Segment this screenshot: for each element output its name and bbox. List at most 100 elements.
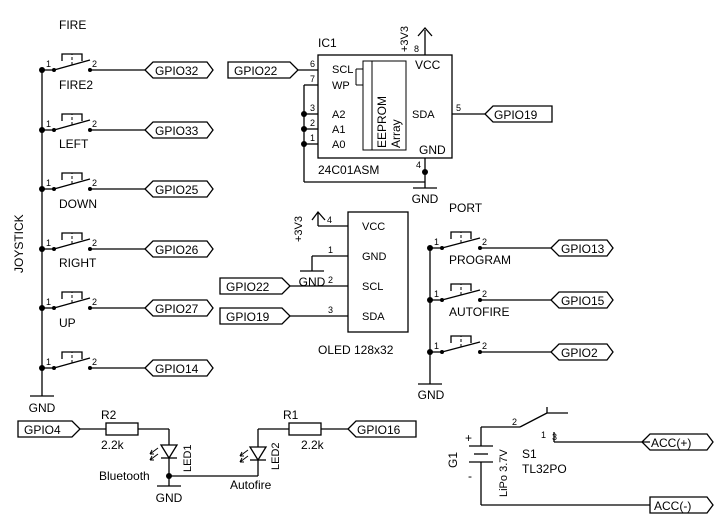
led1-ref: LED1 xyxy=(182,444,194,472)
s1-pin1: 1 xyxy=(541,430,546,440)
switch-pin1: 1 xyxy=(46,59,51,69)
eeprom-power-label: +3V3 xyxy=(399,26,411,52)
net-label: GPIO26 xyxy=(155,243,199,257)
oled-pin-scl-num: 2 xyxy=(328,275,333,285)
switch-pin2: 2 xyxy=(482,237,487,247)
eeprom-pin-sda-name: SDA xyxy=(412,109,435,121)
battery-value: LiPo 3.7V xyxy=(498,449,510,497)
eeprom-pin-scl-name: SCL xyxy=(332,64,353,76)
oled-ref: OLED 128x32 xyxy=(318,343,394,357)
switch-pin1: 1 xyxy=(434,237,439,247)
r1-value: 2.2k xyxy=(301,438,325,452)
battery-ref: G1 xyxy=(446,452,460,468)
switch-pin1: 1 xyxy=(46,119,51,129)
acc-minus-flag: ACC(-) xyxy=(649,496,714,514)
oled-pin-vcc-name: VCC xyxy=(362,221,385,233)
oled-sda-flag: GPIO19 xyxy=(219,307,291,325)
r1-ref: R1 xyxy=(283,408,299,422)
eeprom-array-label-1: EEPROM xyxy=(375,96,389,148)
net-flag: GPIO14 xyxy=(144,359,214,377)
eeprom-pin-a1-num: 2 xyxy=(310,118,315,128)
switch-name: FIRE xyxy=(59,18,86,32)
net-flag: GPIO13 xyxy=(550,239,614,257)
led2-symbol xyxy=(248,446,268,462)
switch-pin1: 1 xyxy=(46,178,51,188)
led2-label: Autofire xyxy=(230,478,272,492)
r1-body xyxy=(288,422,322,436)
acc-plus-flag: ACC(+) xyxy=(641,433,714,451)
eeprom-pin-vcc-num: 8 xyxy=(414,44,419,54)
eeprom-pin-gnd-name: GND xyxy=(419,143,446,157)
switch-name: DOWN xyxy=(59,197,97,211)
r2-ref: R2 xyxy=(101,408,117,422)
eeprom-pin-wp-name: WP xyxy=(332,80,350,92)
oled-pin-sda-num: 3 xyxy=(328,305,333,315)
eeprom-sda-flag: GPIO19 xyxy=(484,105,553,123)
oled-module: OLED 128x32 VCC GND SCL SDA 4 +3V3 1 GND… xyxy=(219,210,409,357)
switch-pin2: 2 xyxy=(92,119,97,129)
net-flag: GPIO33 xyxy=(144,121,214,139)
port-ground-label: GND xyxy=(418,388,445,402)
s1-part: TL32PO xyxy=(522,462,567,476)
switch-name: AUTOFIRE xyxy=(449,305,509,319)
eeprom-pin-wp-num: 7 xyxy=(310,74,315,84)
switch-pin2: 2 xyxy=(482,341,487,351)
battery-section: + - G1 LiPo 3.7V 2 1 3 S1 TL32PO ACC(+) … xyxy=(446,407,714,514)
eeprom-body xyxy=(317,54,453,159)
oled-body xyxy=(347,211,409,333)
switch-pin2: 2 xyxy=(92,297,97,307)
oled-ground-label: GND xyxy=(299,275,326,289)
eeprom-ground-label: GND xyxy=(412,192,439,206)
net-label: GPIO33 xyxy=(155,124,199,138)
oled-pin-gnd-num: 1 xyxy=(328,245,333,255)
eeprom-scl-flag: GPIO22 xyxy=(227,61,299,79)
switch-name: LEFT xyxy=(59,137,89,151)
eeprom-array-box xyxy=(362,60,407,151)
net-label: GPIO14 xyxy=(155,362,199,376)
net-label: GPIO32 xyxy=(155,64,199,78)
oled-pin-scl-name: SCL xyxy=(362,281,383,293)
led1-label: Bluetooth xyxy=(99,469,150,483)
port-label: PORT xyxy=(449,201,483,215)
net-flag: GPIO15 xyxy=(550,291,614,309)
oled-pin-sda-name: SDA xyxy=(362,311,385,323)
oled-pin-vcc-num: 4 xyxy=(327,215,332,225)
gpio4-flag: GPIO4 xyxy=(17,420,81,438)
oled-pin-gnd-name: GND xyxy=(362,251,387,263)
net-label: GPIO13 xyxy=(561,242,605,256)
gpio4-net: GPIO4 xyxy=(24,423,61,437)
oled-power-label: +3V3 xyxy=(293,216,305,242)
switch-name: FIRE2 xyxy=(59,78,93,92)
switch-pin2: 2 xyxy=(92,357,97,367)
acc-plus-net: ACC(+) xyxy=(651,436,691,450)
switch-name: RIGHT xyxy=(59,256,97,270)
net-flag: GPIO32 xyxy=(144,61,214,79)
eeprom-pin-scl-num: 6 xyxy=(310,59,315,69)
led-section: GPIO4 R2 2.2k LED1 Bluetooth GND LED2 Au… xyxy=(17,408,417,505)
led1-symbol xyxy=(159,444,179,460)
acc-minus-net: ACC(-) xyxy=(654,499,691,513)
r2-value: 2.2k xyxy=(101,438,125,452)
eeprom-pin-a0-name: A0 xyxy=(332,139,345,151)
net-flag: GPIO25 xyxy=(144,180,214,198)
net-flag: GPIO27 xyxy=(144,299,214,317)
gpio16-net: GPIO16 xyxy=(357,423,401,437)
eeprom-pin-a0-num: 1 xyxy=(310,133,315,143)
eeprom-pin-a1-name: A1 xyxy=(332,124,345,136)
net-label: GPIO15 xyxy=(561,294,605,308)
switch-pin1: 1 xyxy=(434,341,439,351)
eeprom-sda-net: GPIO19 xyxy=(494,108,538,122)
r2-body xyxy=(105,422,139,436)
gpio16-flag: GPIO16 xyxy=(347,420,417,438)
